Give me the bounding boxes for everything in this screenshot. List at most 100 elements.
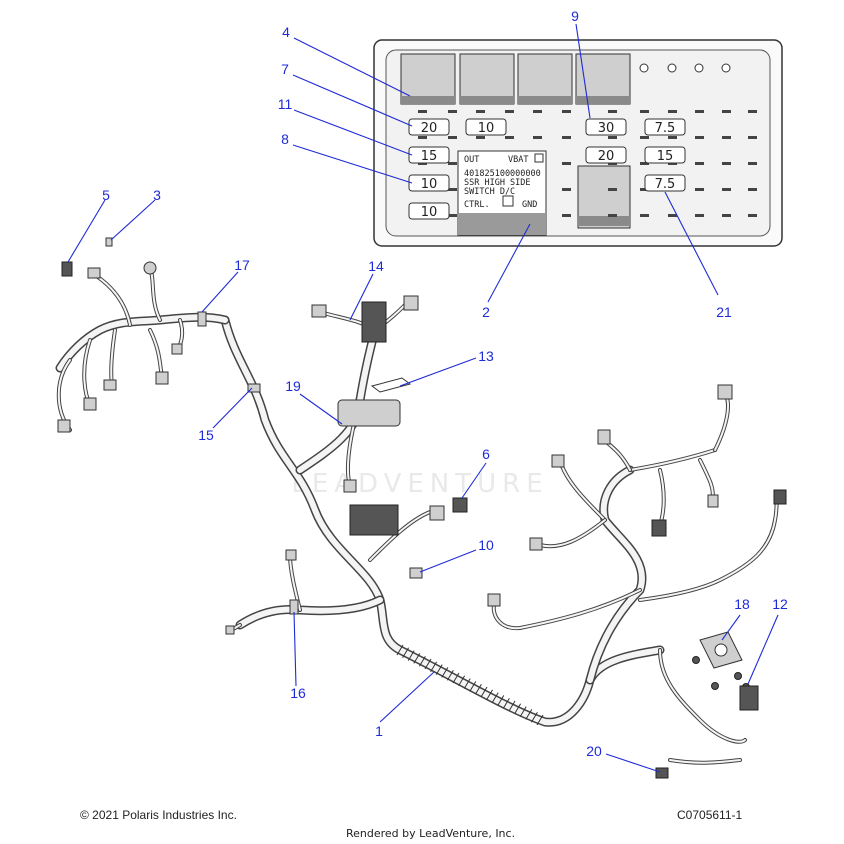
copyright-text: © 2021 Polaris Industries Inc. [80,808,237,822]
conduit-rib [446,669,454,681]
conduit-rib [396,644,404,656]
conduit-rib [407,650,415,661]
fuse-10c: 10 [408,174,450,192]
connector-10 [409,567,423,579]
slot-mark [722,136,731,139]
callout-7: 7 [281,61,289,77]
slot-mark [640,188,649,191]
watermark: LEADVENTURE [291,469,548,499]
callout-21: 21 [716,304,732,320]
relay-part-number: 401825100000000 [464,169,541,179]
slot-mark [608,214,617,217]
slot-mark [668,214,677,217]
slot-mark [562,162,571,165]
slot-mark [748,188,757,191]
clip-17 [197,311,207,327]
fuse-10d: 10 [408,202,450,220]
conduit-rib [469,681,477,692]
slot-mark [476,110,485,113]
fuse-7-5b: 7.5 [644,174,686,192]
callout-1: 1 [375,723,383,739]
connector-5 [61,261,73,277]
slot-mark [448,110,457,113]
relay-block [575,53,631,105]
callout-15: 15 [198,427,214,443]
slot-mark [722,188,731,191]
fuse-box: 20 10 30 7.5 15 20 15 10 [373,39,783,247]
slot-hole [667,63,677,73]
conduit-rib [525,709,533,720]
callout-6: 6 [482,446,490,462]
fuse-15a: 15 [408,146,450,164]
slot-mark [533,136,542,139]
conduit-rib [418,655,426,667]
relay-block [459,53,515,105]
callout-12: 12 [772,596,788,612]
slot-mark [448,214,457,217]
slot-mark [748,136,757,139]
fuse-7-5a: 7.5 [644,118,686,136]
fuse-value: 7.5 [655,121,676,136]
conduit-rib [441,667,449,678]
slot-mark [608,110,617,113]
relay-block [517,53,573,105]
relay-out-label: OUT [464,155,479,165]
relay-desc-line2: SWITCH D/C [464,187,515,197]
slot-hole [694,63,704,73]
connector-14 [361,301,387,343]
slot-mark [695,162,704,165]
slot-mark [722,162,731,165]
slot-mark [448,188,457,191]
diagram-id: C0705611-1 [677,808,743,822]
callout-9: 9 [571,8,579,24]
relay-ctrl-label: CTRL. [464,200,490,210]
slot-mark [695,110,704,113]
fuse-10b: 10 [465,118,507,136]
conduit-rib [402,647,410,659]
slot-mark [533,110,542,113]
slot-mark [748,162,757,165]
fuse-value: 15 [421,149,438,164]
slot-mark [668,136,677,139]
callout-13: 13 [478,348,494,364]
slot-mark [695,214,704,217]
fuse-value: 20 [421,121,438,136]
connectors [57,237,787,779]
slot-mark [695,136,704,139]
slot-mark [448,162,457,165]
slot-mark [608,136,617,139]
connector-20 [655,767,669,779]
conduit-rib [486,689,494,701]
callout-10: 10 [478,537,494,553]
slot-hole [721,63,731,73]
main-harness [55,312,665,727]
slot-hole [639,63,649,73]
slot-mark [748,214,757,217]
conduit-rib [502,697,510,709]
slot-mark [505,110,514,113]
conduit-rib [508,700,516,712]
slot-mark [722,110,731,113]
conduit-rib [514,703,522,715]
fuse-value: 15 [657,149,674,164]
slot-mark [695,188,704,191]
callout-5: 5 [102,187,110,203]
conduit-rib [458,675,466,687]
conduit-rib [536,714,544,726]
callout-18: 18 [734,596,750,612]
conduit-rib [491,692,499,703]
conduit-rib [530,711,538,723]
slot-mark [608,188,617,191]
slot-mark [640,162,649,165]
fuse-value: 7.5 [655,177,676,192]
conduit-rib [480,686,488,698]
callout-16: 16 [290,685,306,701]
corrugated-conduit [396,644,544,726]
callout-11: 11 [278,96,293,112]
relay-gnd-label: GND [522,200,537,210]
relay-vbat-label: VBAT [508,155,528,165]
slot-mark [748,110,757,113]
conduit-rib [519,706,527,717]
callout-2: 2 [482,304,490,320]
module-19 [337,399,401,427]
